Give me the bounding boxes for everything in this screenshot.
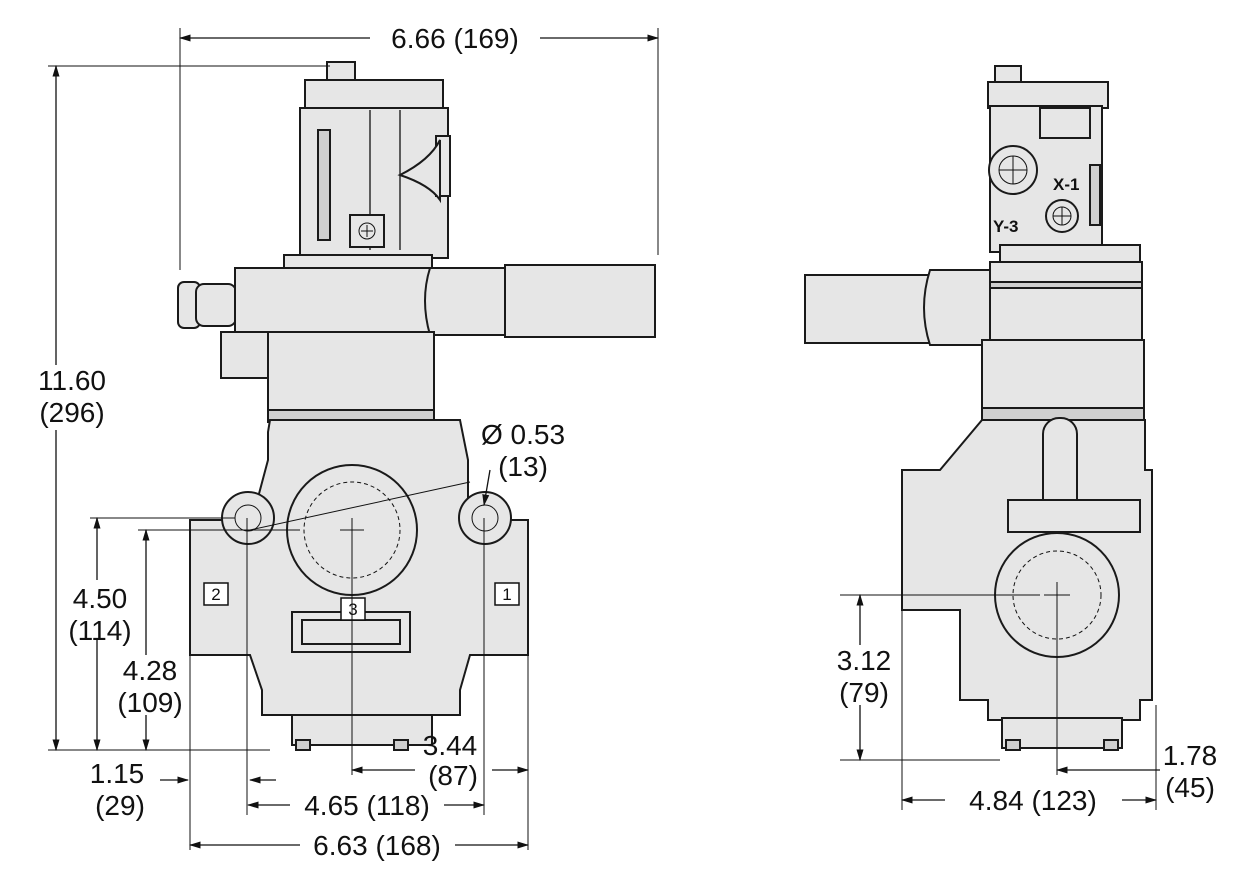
front-view: 2 3 1 [38, 23, 660, 861]
front-valve-body [189, 419, 529, 751]
overall-height-in: 11.60 [38, 365, 106, 396]
hole-spacing-label: 4.65 (118) [304, 790, 430, 821]
label-y3: Y-3 [993, 217, 1019, 236]
edge-offset-in: 1.15 [90, 758, 145, 789]
front-dimension-text: 6.66 (169) 11.60 (296) Ø 0.53 (13) 4.50 … [38, 23, 565, 861]
edge-offset-mm: (29) [95, 790, 145, 821]
label-x1: X-1 [1053, 175, 1079, 194]
front-solenoid [283, 61, 451, 270]
side-depth-label: 4.84 (123) [969, 785, 1097, 816]
port-height-mm: (109) [117, 687, 182, 718]
hole-diameter-in: Ø 0.53 [481, 419, 565, 450]
front-dimension-lines [52, 34, 660, 849]
port3-offset-mm: (87) [428, 760, 478, 791]
port-3-label: 3 [348, 600, 357, 619]
front-center-lines [48, 28, 659, 850]
side-port-height-in: 3.12 [837, 645, 892, 676]
side-dimension-lines [856, 593, 1160, 804]
hole-height-mm: (114) [68, 615, 131, 646]
side-pilot-section [804, 261, 1145, 421]
side-port-height-mm: (79) [839, 677, 889, 708]
front-port-labels: 2 3 1 [203, 582, 520, 621]
overall-width-label: 6.66 (169) [391, 23, 519, 54]
base-offset-in: 1.78 [1163, 740, 1218, 771]
side-center-lines [840, 594, 1157, 810]
hole-height-in: 4.50 [73, 583, 128, 614]
side-solenoid: X-1 Y-3 [987, 65, 1141, 264]
port-1-label: 1 [502, 585, 511, 604]
overall-height-mm: (296) [39, 397, 104, 428]
base-offset-mm: (45) [1165, 772, 1215, 803]
port-2-label: 2 [211, 585, 220, 604]
side-valve-body [901, 417, 1153, 751]
base-width-label: 6.63 (168) [313, 830, 441, 861]
front-pilot-section [177, 264, 656, 423]
side-dimension-text: 3.12 (79) 1.78 (45) 4.84 (123) [837, 645, 1218, 816]
hole-diameter-mm: (13) [498, 451, 548, 482]
port3-offset-in: 3.44 [423, 730, 478, 761]
side-view: X-1 Y-3 [804, 65, 1218, 816]
port-height-in: 4.28 [123, 655, 178, 686]
